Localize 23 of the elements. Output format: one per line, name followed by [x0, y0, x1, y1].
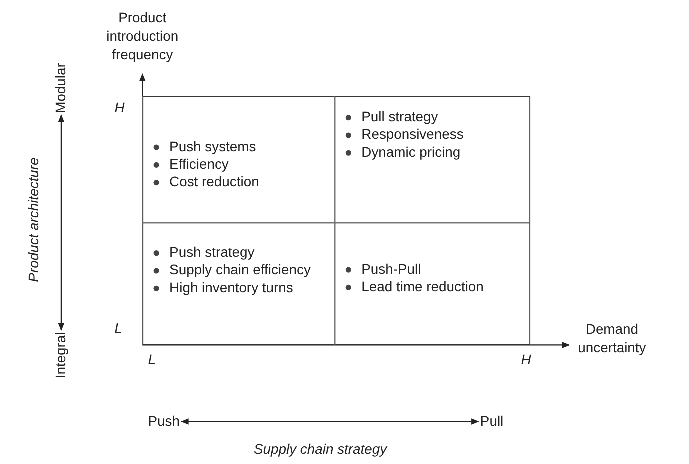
- bullet-item: Push-Pull: [343, 260, 538, 278]
- axis-title: Product introduction frequency: [106, 9, 180, 65]
- tick-label: H: [114, 100, 125, 116]
- quadrant-box: [334, 96, 531, 224]
- bullet-item: Responsiveness: [343, 126, 538, 144]
- tick-label: L: [148, 352, 156, 368]
- axis-end-label: Pull: [480, 414, 504, 430]
- quadrant-box: [334, 222, 531, 346]
- double-arrow: [181, 418, 480, 425]
- bullet-item: Pull strategy: [343, 108, 538, 126]
- double-arrow: [58, 114, 65, 332]
- tick-label: L: [114, 321, 123, 337]
- axis-end-label: Modular: [54, 63, 70, 114]
- axis-title: Supply chain strategy: [254, 442, 388, 458]
- axis-end-label: Push: [148, 414, 180, 430]
- axis-title: Product architecture: [26, 158, 42, 282]
- quadrant-box: [142, 222, 336, 346]
- axis-end-label: Integral: [54, 332, 70, 379]
- tick-label: H: [521, 352, 532, 368]
- quadrant-box: [142, 96, 336, 224]
- bullet-item: Lead time reduction: [343, 278, 538, 296]
- axis-title: Demand uncertainty: [577, 321, 648, 358]
- bullet-item: Dynamic pricing: [343, 144, 538, 162]
